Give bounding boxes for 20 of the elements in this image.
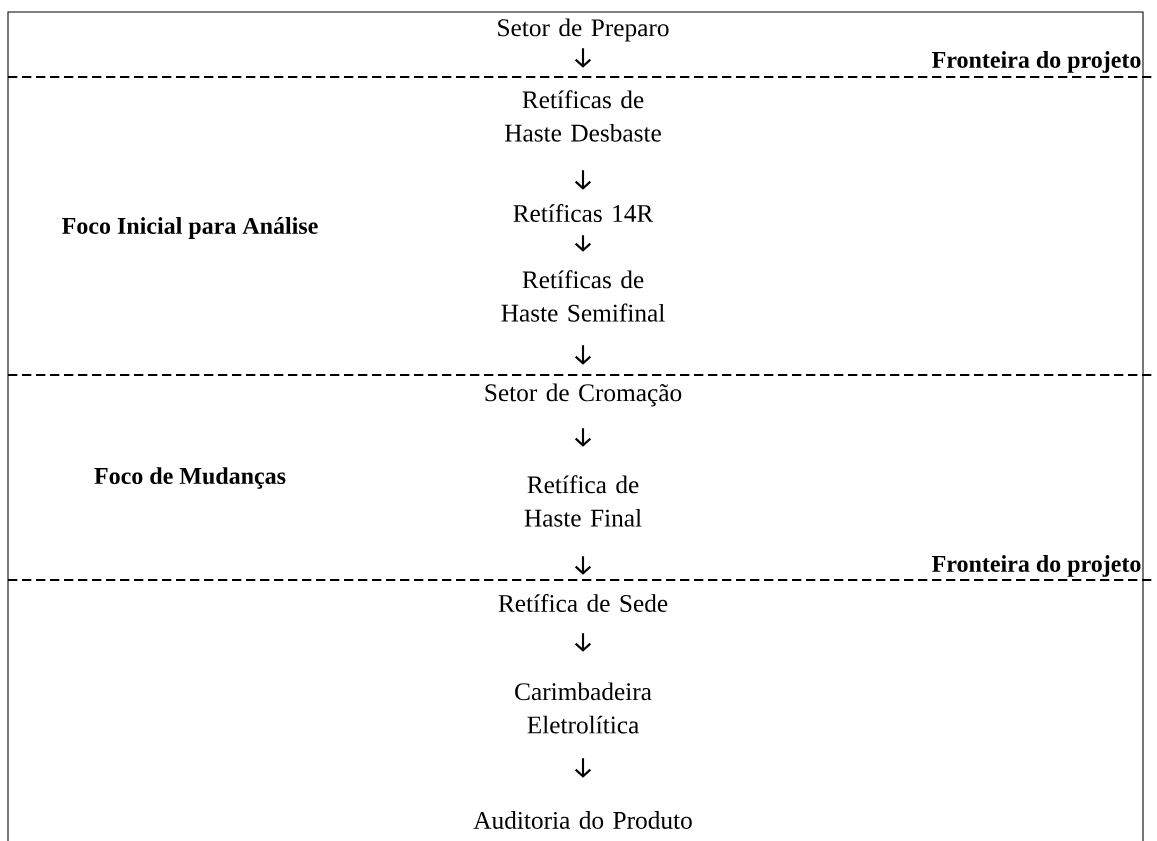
arrow <box>574 556 592 575</box>
section-label: Foco de Mudanças <box>94 467 286 489</box>
arrow <box>574 758 592 778</box>
step-text: Retíficas de Haste Semifinal <box>501 270 665 322</box>
section-label: Fronteira do projeto <box>932 555 1141 577</box>
arrow <box>574 428 592 447</box>
step-text: Setor de Cromação <box>485 383 682 407</box>
step-text: Retíficas 14R <box>513 203 654 223</box>
section-label: Fronteira do projeto <box>932 51 1141 73</box>
section-label: Foco Inicial para Análise <box>62 217 318 239</box>
step-text: Retífica de Haste Final <box>524 475 642 527</box>
arrow <box>574 48 592 68</box>
arrow <box>574 633 592 652</box>
step-text: Auditoria do Produto <box>473 811 692 829</box>
step-text: Setor de Preparo <box>498 18 669 42</box>
arrow <box>574 345 592 365</box>
step-text: Retífica de Sede <box>498 593 668 613</box>
step-text: Retíficas de Haste Desbaste <box>504 90 661 142</box>
arrow <box>574 170 592 190</box>
step-text: Carimbadeira Eletrolítica <box>515 682 652 734</box>
